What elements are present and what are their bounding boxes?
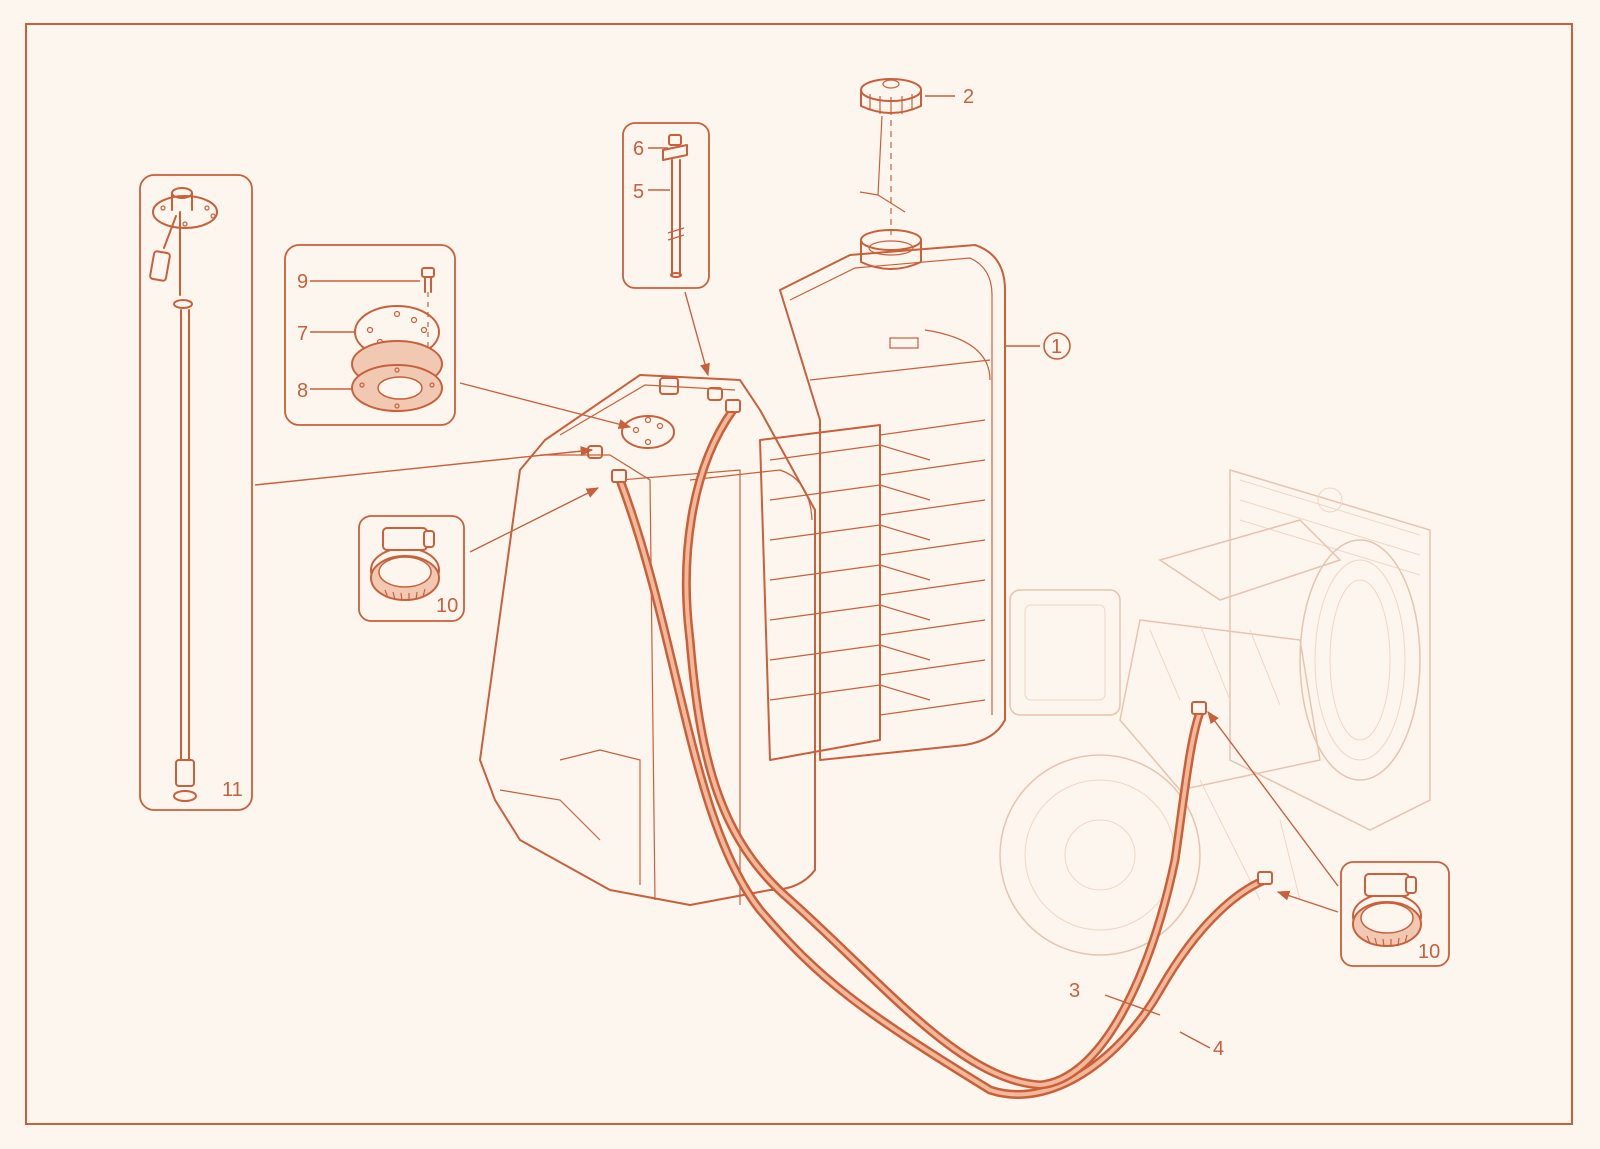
label-3: 3 <box>1069 980 1080 1002</box>
leader-lines <box>254 95 1339 1049</box>
hose-clamp-icon <box>1352 873 1422 948</box>
border-frame <box>25 23 1573 1125</box>
label-6: 6 <box>633 138 644 160</box>
label-8: 8 <box>297 380 308 402</box>
filler-cap-icon <box>859 78 922 235</box>
label-10-left: 10 <box>436 595 458 617</box>
label-10-right: 10 <box>1418 941 1440 963</box>
fuel-level-sender-icon <box>149 187 218 802</box>
fuel-hoses <box>611 399 1273 1099</box>
fuel-tank-drawing <box>479 229 1006 906</box>
callout-box-10-right: 10 <box>1340 861 1450 967</box>
callout-box-7-8-9: 9 7 8 <box>284 244 456 426</box>
label-7: 7 <box>297 323 308 345</box>
label-11: 11 <box>222 779 243 801</box>
label-9: 9 <box>297 271 308 293</box>
label-1-circle <box>1043 332 1071 360</box>
label-4: 4 <box>1213 1038 1224 1060</box>
label-1: 1 <box>1051 336 1062 358</box>
label-2: 2 <box>963 86 974 108</box>
callout-box-11: 11 <box>139 174 253 811</box>
callout-box-10-left: 10 <box>358 515 465 622</box>
label-5: 5 <box>633 181 644 203</box>
callout-box-5-6: 6 5 <box>622 122 710 289</box>
hose-clamp-icon <box>370 527 440 602</box>
